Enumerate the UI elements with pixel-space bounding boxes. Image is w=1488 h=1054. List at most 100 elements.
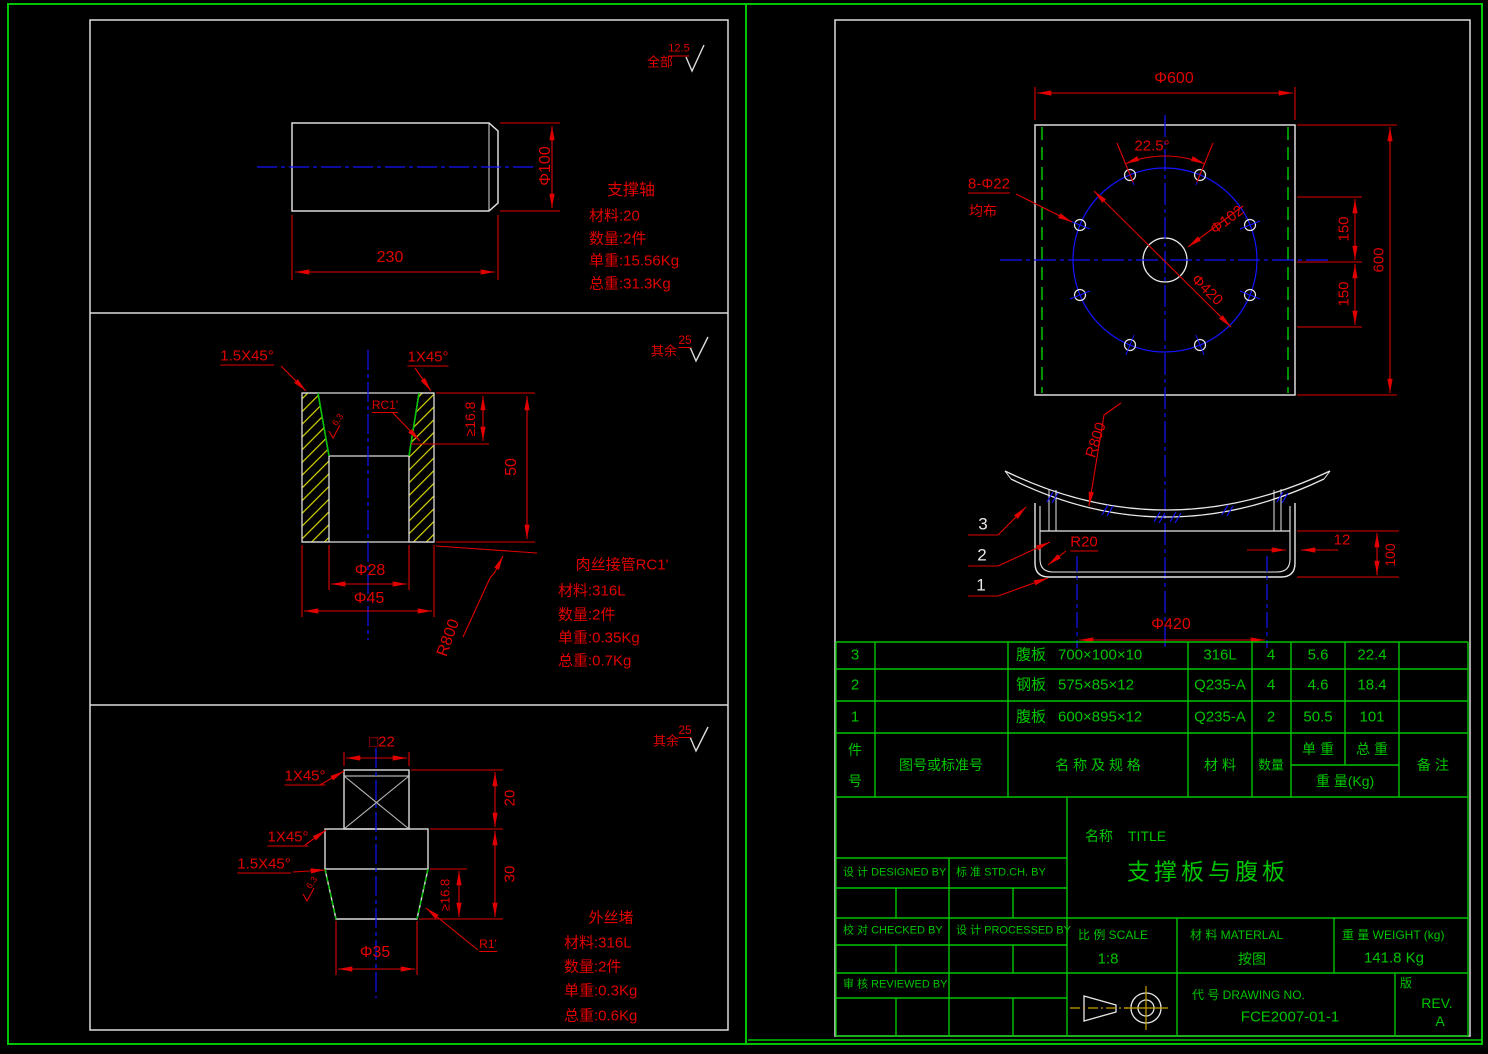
checked-by-label: 校 对 CHECKED BY bbox=[843, 924, 943, 937]
processed-by-label: 设 计 PROCESSED BY bbox=[956, 924, 1071, 937]
material-value: 按图 bbox=[1238, 951, 1266, 967]
thread-callout: RC1' bbox=[371, 398, 399, 413]
finish-value: 25 bbox=[678, 333, 692, 348]
chamfer-callout: 1X45° bbox=[267, 828, 309, 847]
table-cell-no: 3 bbox=[850, 646, 860, 664]
table-cell-qty: 4 bbox=[1266, 676, 1276, 694]
sheet-borders bbox=[7, 3, 1483, 1045]
balloon-3: 3 bbox=[978, 514, 988, 534]
drawing-no-label: 代 号 DRAWING NO. bbox=[1192, 988, 1305, 1002]
note-material: 材料:20 bbox=[589, 207, 640, 225]
material-label: 材 料 MATERLAL bbox=[1190, 928, 1284, 942]
dim-bore: Φ28 bbox=[354, 562, 386, 579]
note-qty: 数量:2件 bbox=[564, 958, 622, 976]
part-name: 外丝堵 bbox=[588, 909, 634, 927]
dim-corner-radius: R20 bbox=[1070, 533, 1098, 552]
table-cell-no: 1 bbox=[850, 708, 860, 726]
note-total-weight: 总重:31.3Kg bbox=[589, 275, 671, 293]
part-name: 支撑轴 bbox=[606, 182, 656, 199]
parts-table-grid bbox=[835, 641, 1469, 1036]
dim-height: 100 bbox=[1382, 543, 1398, 567]
finish-value: 25 bbox=[678, 723, 692, 738]
dim-height: 600 bbox=[1370, 247, 1388, 273]
table-cell-no: 2 bbox=[850, 676, 860, 694]
table-header-name-spec: 名 称 及 规 格 bbox=[1055, 757, 1141, 773]
roughness-check-icon bbox=[689, 336, 709, 363]
bushing-view bbox=[280, 336, 709, 640]
table-cell-unit-weight: 5.6 bbox=[1307, 646, 1329, 664]
dim-thickness: 12 bbox=[1333, 531, 1351, 549]
table-header-item-no: 号 bbox=[848, 773, 862, 789]
table-cell-unit-weight: 4.6 bbox=[1307, 676, 1329, 694]
table-cell-name: 腹板 bbox=[1016, 646, 1047, 664]
table-cell-material: Q235-A bbox=[1194, 676, 1246, 694]
finish-scope-label: 其余 bbox=[652, 733, 680, 749]
table-cell-total-weight: 101 bbox=[1359, 708, 1385, 726]
finish-scope-label: 其余 bbox=[650, 343, 678, 359]
dim-od: Φ45 bbox=[353, 590, 385, 607]
note-material: 材料:316L bbox=[564, 934, 632, 952]
dim-depth: ≥16.8 bbox=[462, 401, 478, 437]
part-name: 肉丝接管RC1' bbox=[575, 556, 669, 574]
reviewed-by-label: 审 核 REVIEWED BY bbox=[843, 978, 948, 991]
dim-length: 230 bbox=[376, 249, 404, 266]
finish-scope-label: 全部 bbox=[646, 54, 674, 70]
chamfer-callout: 1.5X45° bbox=[220, 347, 274, 366]
note-qty: 数量:2件 bbox=[589, 230, 647, 248]
chamfer-callout: 1.5X45° bbox=[237, 855, 291, 874]
weld-ticks bbox=[1046, 491, 1289, 524]
dim-od: Φ600 bbox=[1154, 70, 1194, 87]
dim-height: 50 bbox=[503, 458, 520, 476]
title-block-grid bbox=[836, 797, 1468, 1037]
rev-word: REV. bbox=[1421, 995, 1453, 1011]
weight-label: 重 量 WEIGHT (kg) bbox=[1342, 928, 1445, 942]
table-cell-material: 316L bbox=[1203, 646, 1237, 664]
table-cell-spec: 575×85×12 bbox=[1058, 676, 1134, 694]
dim-body-height: 30 bbox=[501, 865, 519, 883]
table-cell-spec: 600×895×12 bbox=[1058, 708, 1143, 726]
table-header-weight-unit: 重 量(Kg) bbox=[1315, 773, 1375, 789]
note-qty: 数量:2件 bbox=[558, 606, 616, 624]
note-material: 材料:316L bbox=[558, 582, 626, 600]
note-total-weight: 总重:0.6Kg bbox=[564, 1007, 638, 1025]
chamfer-callout: 1X45° bbox=[284, 767, 326, 786]
scale-value: 1:8 bbox=[1097, 950, 1119, 968]
dim-diameter: Φ35 bbox=[359, 944, 391, 961]
dim-angle: 22.5° bbox=[1134, 137, 1170, 155]
balloon-2: 2 bbox=[977, 545, 987, 565]
dim-head-height: 20 bbox=[501, 789, 519, 807]
table-header-material: 材 料 bbox=[1204, 757, 1236, 773]
projection-symbol-icon bbox=[1070, 986, 1168, 1030]
drawing-title: 支撑板与腹板 bbox=[1127, 858, 1289, 885]
table-cell-name: 腹板 bbox=[1016, 708, 1047, 726]
holes-callout: 8-Φ22 bbox=[968, 175, 1010, 194]
note-total-weight: 总重:0.7Kg bbox=[558, 652, 632, 670]
rev-label: 版 bbox=[1400, 976, 1413, 990]
weight-value: 141.8 Kg bbox=[1363, 949, 1425, 967]
dim-diameter: Φ420 bbox=[1151, 616, 1191, 633]
chamfer-callout: 1X45° bbox=[407, 348, 449, 367]
finish-value: 12.5 bbox=[668, 42, 690, 57]
roughness-check-icon bbox=[689, 726, 709, 753]
table-header-drawing-no: 图号或标准号 bbox=[899, 757, 983, 773]
dim-depth: ≥16.8 bbox=[437, 878, 453, 912]
table-cell-total-weight: 22.4 bbox=[1357, 646, 1387, 664]
note-unit-weight: 单重:0.3Kg bbox=[564, 982, 638, 1000]
shaft-view bbox=[257, 44, 705, 280]
name-label: 名称 bbox=[1085, 828, 1113, 844]
table-cell-name: 钢板 bbox=[1016, 676, 1047, 694]
table-cell-qty: 2 bbox=[1266, 708, 1276, 726]
drawing-no-value: FCE2007-01-1 bbox=[1240, 1008, 1340, 1026]
thread-callout: R1' bbox=[479, 937, 497, 952]
title-label: TITLE bbox=[1128, 828, 1167, 844]
table-header-item-no: 件 bbox=[848, 742, 862, 758]
designed-by-label: 设 计 DESIGNED BY bbox=[843, 866, 947, 879]
balloon-1: 1 bbox=[976, 575, 986, 595]
plate-view bbox=[1000, 87, 1397, 648]
table-cell-qty: 4 bbox=[1266, 646, 1276, 664]
dim-offset: 150 bbox=[1335, 281, 1353, 307]
table-cell-total-weight: 18.4 bbox=[1357, 676, 1387, 694]
bolt-holes bbox=[1073, 168, 1257, 352]
